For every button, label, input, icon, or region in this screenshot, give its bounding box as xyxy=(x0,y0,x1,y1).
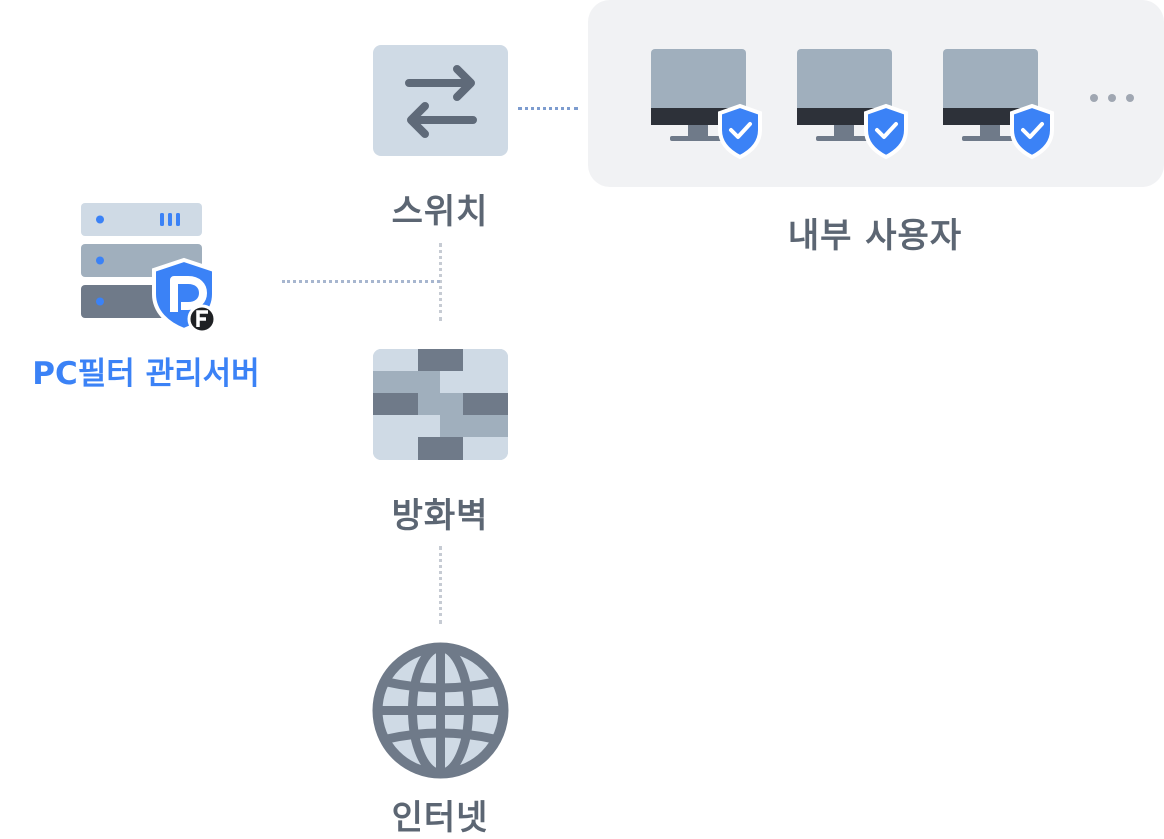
f-badge-icon xyxy=(187,304,217,334)
switch-label: 스위치 xyxy=(391,192,489,232)
shield-check-icon xyxy=(1010,103,1054,160)
internet-label: 인터넷 xyxy=(391,798,489,838)
firewall-tile xyxy=(373,349,508,460)
ellipsis-icon xyxy=(1090,94,1134,102)
arrows-exchange-icon xyxy=(405,65,477,138)
pc-filter-server-label: PC필터 관리서버 xyxy=(32,356,260,392)
switch-tile xyxy=(373,45,508,156)
connector-switch-users xyxy=(518,107,578,110)
brick-wall-icon xyxy=(373,349,508,460)
firewall-label: 방화벽 xyxy=(391,496,489,536)
monitor-icon xyxy=(797,49,908,160)
connector-firewall-internet xyxy=(439,546,442,624)
monitor-icon xyxy=(651,49,762,160)
shield-check-icon xyxy=(718,103,762,160)
internal-users-panel xyxy=(588,0,1164,187)
internal-users-label: 내부 사용자 xyxy=(787,216,963,256)
shield-check-icon xyxy=(864,103,908,160)
connector-server-switch xyxy=(282,280,440,283)
monitor-icon xyxy=(943,49,1054,160)
server-rack-icon xyxy=(81,203,217,334)
connector-switch-firewall xyxy=(439,243,442,321)
globe-icon xyxy=(372,642,509,779)
